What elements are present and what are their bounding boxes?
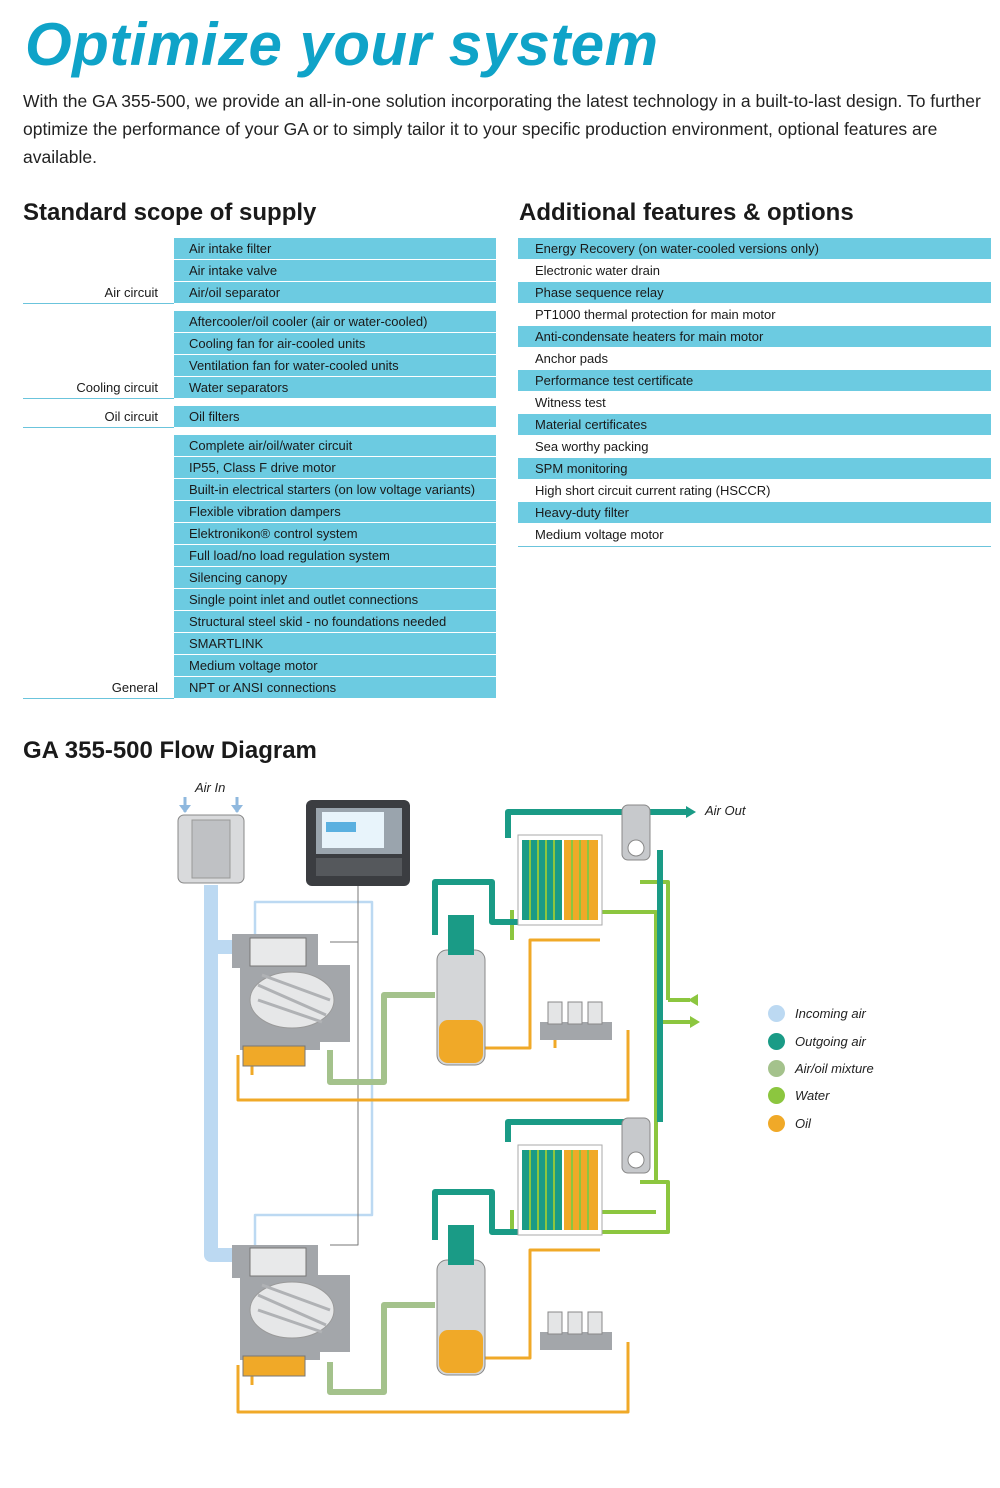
table-row: Sea worthy packing (518, 436, 991, 458)
air-out-label: Air Out (704, 803, 747, 818)
table-row: Air intake valve (174, 260, 496, 282)
legend-item: Water (768, 1082, 874, 1109)
table-row: Anchor pads (518, 348, 991, 370)
table-row: Air/oil separator (174, 282, 496, 304)
group-oil-circuit: Oil circuit Oil filters (23, 406, 496, 428)
incoming-air-thin (253, 900, 374, 1245)
table-row: Structural steel skid - no foundations n… (174, 611, 496, 633)
additional-options-table: Energy Recovery (on water-cooled version… (518, 238, 991, 547)
page-title: Optimize your system (25, 11, 659, 78)
table-row: High short circuit current rating (HSCCR… (518, 480, 991, 502)
table-row: Single point inlet and outlet connection… (174, 589, 496, 611)
additional-heading: Additional features & options (519, 199, 854, 226)
table-row: IP55, Class F drive motor (174, 457, 496, 479)
standard-heading: Standard scope of supply (23, 199, 317, 226)
air-oil-mixture-top (327, 992, 435, 1085)
water-line-bottom (510, 1180, 670, 1234)
standard-scope-table: Air circuit Air intake filter Air intake… (23, 238, 496, 706)
air-oil-mixture-bottom (327, 1302, 435, 1395)
group-air-circuit: Air circuit Air intake filter Air intake… (23, 238, 496, 304)
legend-item: Air/oil mixture (768, 1055, 874, 1082)
table-row: Full load/no load regulation system (174, 545, 496, 567)
table-row: PT1000 thermal protection for main motor (518, 304, 991, 326)
legend-swatch (768, 1059, 785, 1077)
legend-swatch (768, 1087, 785, 1105)
incoming-air-duct (204, 885, 238, 1262)
oil-filter-bottom (540, 1311, 612, 1350)
table-row: Medium voltage motor (174, 655, 496, 677)
table-row: SPM monitoring (518, 458, 991, 480)
air-intake-filter (177, 797, 245, 884)
legend-item: Oil (768, 1110, 874, 1137)
group-label: General (23, 435, 174, 699)
oil-line-top (236, 938, 630, 1102)
flow-diagram: Air In Air Out (177, 780, 747, 1414)
cooler-bottom (517, 1144, 603, 1236)
table-row: Complete air/oil/water circuit (174, 435, 496, 457)
table-row: Witness test (518, 392, 991, 414)
table-row: Built-in electrical starters (on low vol… (174, 479, 496, 501)
table-row: Medium voltage motor (518, 524, 991, 546)
flow-diagram-heading: GA 355-500 Flow Diagram (23, 737, 317, 764)
table-row: Material certificates (518, 414, 991, 436)
group-label: Cooling circuit (23, 311, 174, 399)
table-row: Water separators (174, 377, 496, 399)
table-row: Performance test certificate (518, 370, 991, 392)
legend-item: Incoming air (768, 1000, 874, 1027)
oil-separator-top (436, 915, 486, 1066)
compressor-element-top (232, 934, 350, 1067)
legend-swatch (768, 1032, 785, 1050)
table-row: Cooling fan for air-cooled units (174, 333, 496, 355)
water-out-arrow-icon (690, 1016, 700, 1028)
legend-swatch (768, 1005, 785, 1023)
table-row: Phase sequence relay (518, 282, 991, 304)
compressor-element-bottom (232, 1245, 350, 1377)
table-row: Heavy-duty filter (518, 502, 991, 524)
table-row: NPT or ANSI connections (174, 677, 496, 699)
air-out-arrow-icon (686, 806, 696, 818)
water-in-arrow-icon (688, 994, 698, 1006)
table-row: Air intake filter (174, 238, 496, 260)
table-row: Electronic water drain (518, 260, 991, 282)
table-row: Oil filters (174, 406, 496, 428)
group-general: General Complete air/oil/water circuit I… (23, 435, 496, 699)
air-in-label: Air In (194, 780, 225, 795)
cooler-top (517, 834, 603, 926)
flow-legend: Incoming air Outgoing air Air/oil mixtur… (768, 1000, 874, 1137)
table-row: Energy Recovery (on water-cooled version… (518, 238, 991, 260)
legend-item: Outgoing air (768, 1027, 874, 1054)
table-row: Aftercooler/oil cooler (air or water-coo… (174, 311, 496, 333)
table-row: Elektronikon® control system (174, 523, 496, 545)
oil-separator-bottom (436, 1225, 486, 1376)
intro-text: With the GA 355-500, we provide an all-i… (23, 91, 981, 167)
legend-swatch (768, 1114, 785, 1132)
control-cable (330, 885, 359, 1246)
group-cooling-circuit: Cooling circuit Aftercooler/oil cooler (… (23, 311, 496, 399)
group-label: Air circuit (23, 238, 174, 304)
oil-filter-top (540, 1001, 612, 1040)
elektronikon-controller (306, 800, 410, 886)
group-label: Oil circuit (23, 406, 174, 428)
water-separator-top (621, 804, 651, 861)
table-row: Anti-condensate heaters for main motor (518, 326, 991, 348)
water-separator-bottom (621, 1117, 651, 1174)
table-row: SMARTLINK (174, 633, 496, 655)
table-row: Flexible vibration dampers (174, 501, 496, 523)
table-row: Ventilation fan for water-cooled units (174, 355, 496, 377)
table-row: Silencing canopy (174, 567, 496, 589)
